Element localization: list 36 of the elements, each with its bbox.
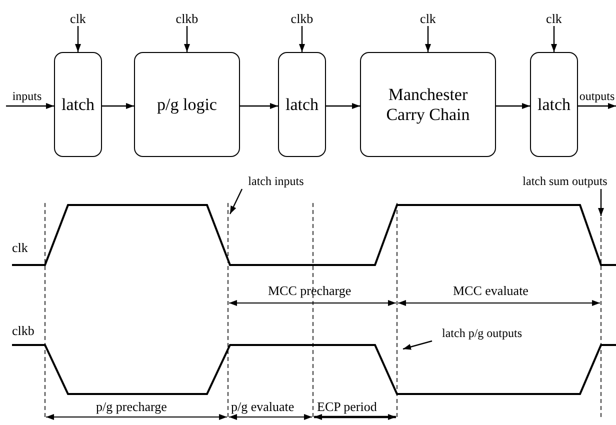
annotation-text: latch inputs: [242, 174, 310, 189]
latch-block: latch: [278, 52, 326, 157]
clock-label: clk: [413, 11, 443, 26]
arrow: [578, 103, 616, 109]
carry-chain-block: Manchester Carry Chain: [360, 52, 496, 157]
leader-line: [229, 188, 243, 214]
arrow: [496, 103, 530, 109]
arrow: [551, 26, 557, 52]
signal-label: clkb: [12, 323, 34, 338]
logic-block: p/g logic: [134, 52, 240, 157]
output-label: outputs: [578, 89, 616, 104]
arrow: [299, 26, 305, 52]
clock-label: clkb: [170, 11, 204, 26]
arrow: [184, 26, 190, 52]
interval-label: ECP period: [317, 399, 377, 414]
leader-line: [402, 340, 432, 350]
arrow: [326, 103, 360, 109]
latch-block: latch: [54, 52, 102, 157]
arrow: [102, 103, 134, 109]
arrow: [240, 103, 278, 109]
arrow: [75, 26, 81, 52]
input-label: inputs: [6, 89, 48, 104]
annotation-text: latch sum outputs: [516, 174, 614, 189]
interval-label: p/g evaluate: [231, 399, 294, 414]
leader-line: [598, 189, 604, 216]
signal-label: clk: [12, 240, 28, 255]
clock-label: clk: [63, 11, 93, 26]
interval-label: MCC precharge: [268, 283, 352, 298]
interval-label: p/g precharge: [96, 399, 167, 414]
arrow: [6, 103, 54, 109]
latch-block: latch: [530, 52, 578, 157]
annotation-text: latch p/g outputs: [432, 326, 532, 341]
clock-label: clk: [539, 11, 569, 26]
interval-label: MCC evaluate: [453, 283, 528, 298]
arrow: [425, 26, 431, 52]
clock-label: clkb: [285, 11, 319, 26]
